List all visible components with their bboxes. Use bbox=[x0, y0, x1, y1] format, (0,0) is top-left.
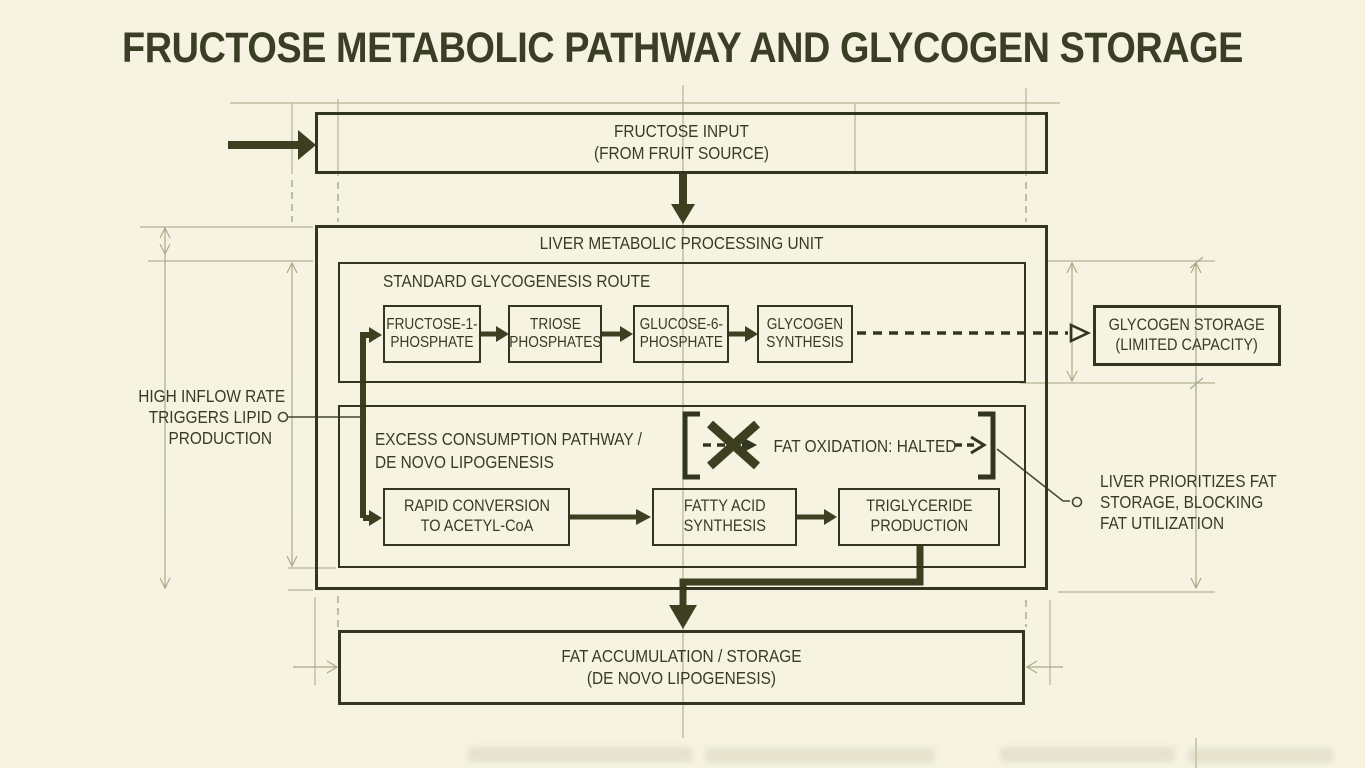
fat-oxidation-halted-label: FAT OXIDATION: HALTED bbox=[773, 436, 957, 456]
annotation-high-inflow: HIGH INFLOW RATE TRIGGERS LIPID PRODUCTI… bbox=[138, 386, 286, 448]
dashed-construction-lines bbox=[291, 180, 1027, 627]
fructose-input-box: FRUCTOSE INPUT (FROM FRUIT SOURCE) bbox=[315, 112, 1048, 174]
liver-unit-box bbox=[315, 225, 1048, 590]
liver-unit-title: LIVER METABOLIC PROCESSING UNIT bbox=[539, 233, 824, 253]
glycogenesis-box bbox=[338, 262, 1026, 383]
glycogen-storage-box: GLYCOGEN STORAGE (LIMITED CAPACITY) bbox=[1093, 305, 1281, 366]
lipogenesis-step-arrows bbox=[570, 509, 837, 525]
branch-connector bbox=[360, 327, 382, 526]
step-triglyceride-production: TRIGLYCERIDE PRODUCTION bbox=[838, 488, 1000, 546]
dashed-arrow-halted-head bbox=[742, 437, 757, 453]
fructose-input-line2: (FROM FRUIT SOURCE) bbox=[593, 143, 770, 163]
right-leader-line bbox=[996, 448, 1070, 502]
down-arrow-icon bbox=[671, 174, 695, 224]
page-title: FRUCTOSE METABOLIC PATHWAY AND GLYCOGEN … bbox=[122, 24, 1243, 72]
left-leader-dot bbox=[277, 411, 289, 423]
right-leader-dot bbox=[1071, 496, 1083, 508]
glycogenesis-step-arrows bbox=[481, 326, 758, 342]
x-mark-icon bbox=[707, 420, 760, 470]
fructose-input-line1: FRUCTOSE INPUT bbox=[614, 121, 749, 142]
step-glycogen-synthesis: GLYCOGEN SYNTHESIS bbox=[757, 305, 853, 363]
elbow-arrow-icon bbox=[669, 546, 924, 629]
lipogenesis-label: EXCESS CONSUMPTION PATHWAY / DE NOVO LIP… bbox=[375, 429, 642, 472]
step-fatty-acid-synthesis: FATTY ACID SYNTHESIS bbox=[652, 488, 797, 546]
dashed-arrow-out-head bbox=[970, 435, 987, 455]
input-arrow-icon bbox=[228, 130, 316, 160]
annotation-leaders bbox=[277, 411, 1083, 508]
step-triose-phosphates: TRIOSE PHOSPHATES bbox=[508, 305, 602, 363]
step-fructose-1-phosphate: FRUCTOSE-1- PHOSPHATE bbox=[383, 305, 481, 363]
step-rapid-conversion: RAPID CONVERSION TO ACETYL-CoA bbox=[383, 488, 570, 546]
fat-oxidation-halted-group bbox=[682, 411, 996, 480]
flow-arrows bbox=[228, 130, 924, 629]
lipogenesis-box bbox=[338, 405, 1026, 568]
dashed-arrow-storage-icon bbox=[857, 322, 1092, 344]
fat-storage-box: FAT ACCUMULATION / STORAGE (DE NOVO LIPO… bbox=[338, 630, 1025, 705]
bracket-left-icon bbox=[682, 411, 700, 480]
dimension-lines bbox=[159, 226, 1204, 674]
bracket-right-icon bbox=[978, 411, 996, 480]
annotation-liver-prioritizes: LIVER PRIORITIZES FAT STORAGE, BLOCKING … bbox=[1100, 471, 1277, 533]
glycogenesis-label: STANDARD GLYCOGENESIS ROUTE bbox=[383, 271, 651, 291]
step-glucose-6-phosphate: GLUCOSE-6- PHOSPHATE bbox=[633, 305, 729, 363]
